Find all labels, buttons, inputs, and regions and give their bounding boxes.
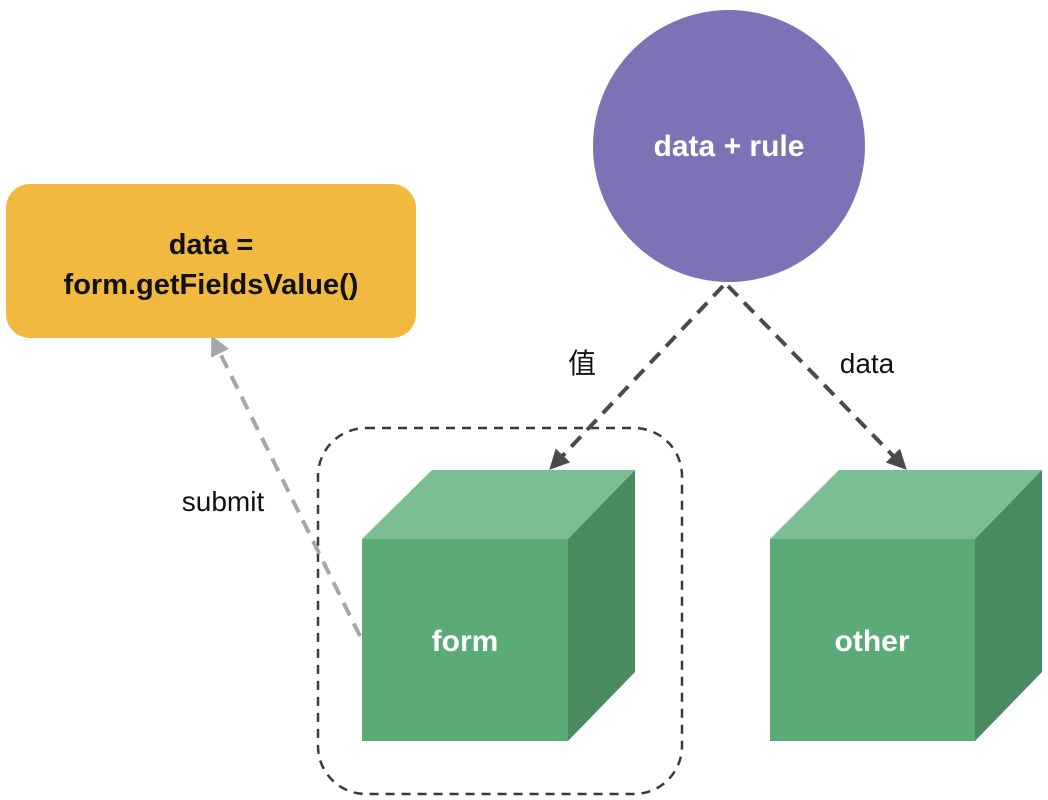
- other-cube-top: [770, 470, 1042, 539]
- form-cube-top: [362, 470, 635, 539]
- other-cube: other: [770, 470, 1042, 741]
- edge-form-to-result: [211, 335, 362, 637]
- edge-label-submit: submit: [182, 486, 265, 517]
- form-group-boundary: [316, 426, 684, 796]
- source-node: data + rule: [593, 10, 865, 282]
- form-cube-front: [362, 539, 568, 741]
- edge-label-data: data: [840, 348, 895, 379]
- result-label-line1: data =: [169, 229, 254, 261]
- edge-label-value: 值: [568, 348, 596, 379]
- edge-source-to-form: [549, 284, 725, 470]
- other-cube-side: [975, 470, 1042, 741]
- source-label: data + rule: [654, 130, 805, 163]
- other-cube-label: other: [835, 625, 910, 658]
- result-box: [6, 184, 416, 338]
- form-cube: form: [362, 470, 635, 741]
- result-label-line2: form.getFieldsValue(): [64, 269, 359, 301]
- form-cube-side: [568, 470, 635, 741]
- edge-source-to-other: [726, 284, 907, 470]
- form-cube-label: form: [432, 625, 499, 658]
- source-circle: [593, 10, 865, 282]
- other-cube-front: [770, 539, 975, 741]
- result-node: data = form.getFieldsValue(): [6, 184, 416, 338]
